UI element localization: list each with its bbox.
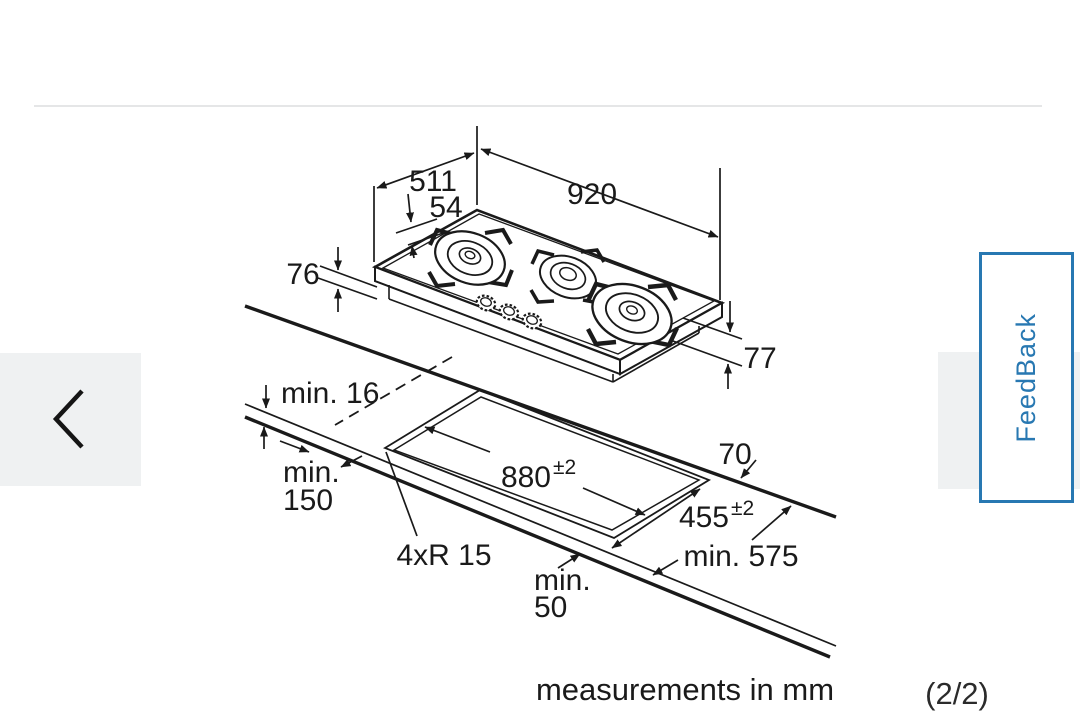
feedback-button[interactable]: FeedBack bbox=[979, 252, 1074, 503]
dim-880: 880 bbox=[501, 461, 551, 494]
dim-min575: min. 575 bbox=[683, 540, 798, 573]
previous-image-button[interactable] bbox=[0, 353, 141, 486]
dimension-lines bbox=[260, 126, 792, 576]
units-caption: measurements in mm bbox=[536, 672, 834, 707]
dim-4xr15: 4xR 15 bbox=[396, 539, 491, 572]
dim-920: 920 bbox=[567, 178, 617, 211]
hob-body bbox=[371, 208, 726, 383]
dim-455: 455 bbox=[679, 501, 729, 534]
countertop-lines bbox=[244, 304, 837, 659]
dim-min150-a: min. bbox=[283, 456, 340, 489]
dim-min50-b: 50 bbox=[534, 591, 567, 624]
dim-54: 54 bbox=[429, 191, 462, 224]
burner-middle bbox=[529, 248, 607, 305]
feedback-label: FeedBack bbox=[1011, 312, 1041, 443]
dim-880-tol: ±2 bbox=[553, 456, 576, 479]
chevron-left-icon bbox=[52, 389, 84, 449]
dim-77: 77 bbox=[743, 342, 776, 375]
dim-76: 76 bbox=[286, 258, 319, 291]
dim-511: 511 bbox=[409, 165, 457, 198]
dim-min16: min. 16 bbox=[281, 377, 379, 410]
dim-min50-a: min. bbox=[534, 564, 591, 597]
dim-70: 70 bbox=[718, 438, 751, 471]
cutout-outline bbox=[382, 388, 712, 540]
top-divider bbox=[34, 105, 1042, 107]
dim-min150-b: 150 bbox=[283, 484, 333, 517]
burner-right bbox=[586, 281, 679, 348]
control-knobs bbox=[475, 294, 543, 330]
dimension-labels: 511 920 54 76 77 min. 16 min. 150 880 ±2… bbox=[281, 165, 799, 624]
page-indicator: (2/2) bbox=[925, 676, 989, 711]
prev-image-panel bbox=[0, 353, 141, 486]
burner-left bbox=[427, 227, 514, 289]
dim-455-tol: ±2 bbox=[731, 497, 754, 520]
